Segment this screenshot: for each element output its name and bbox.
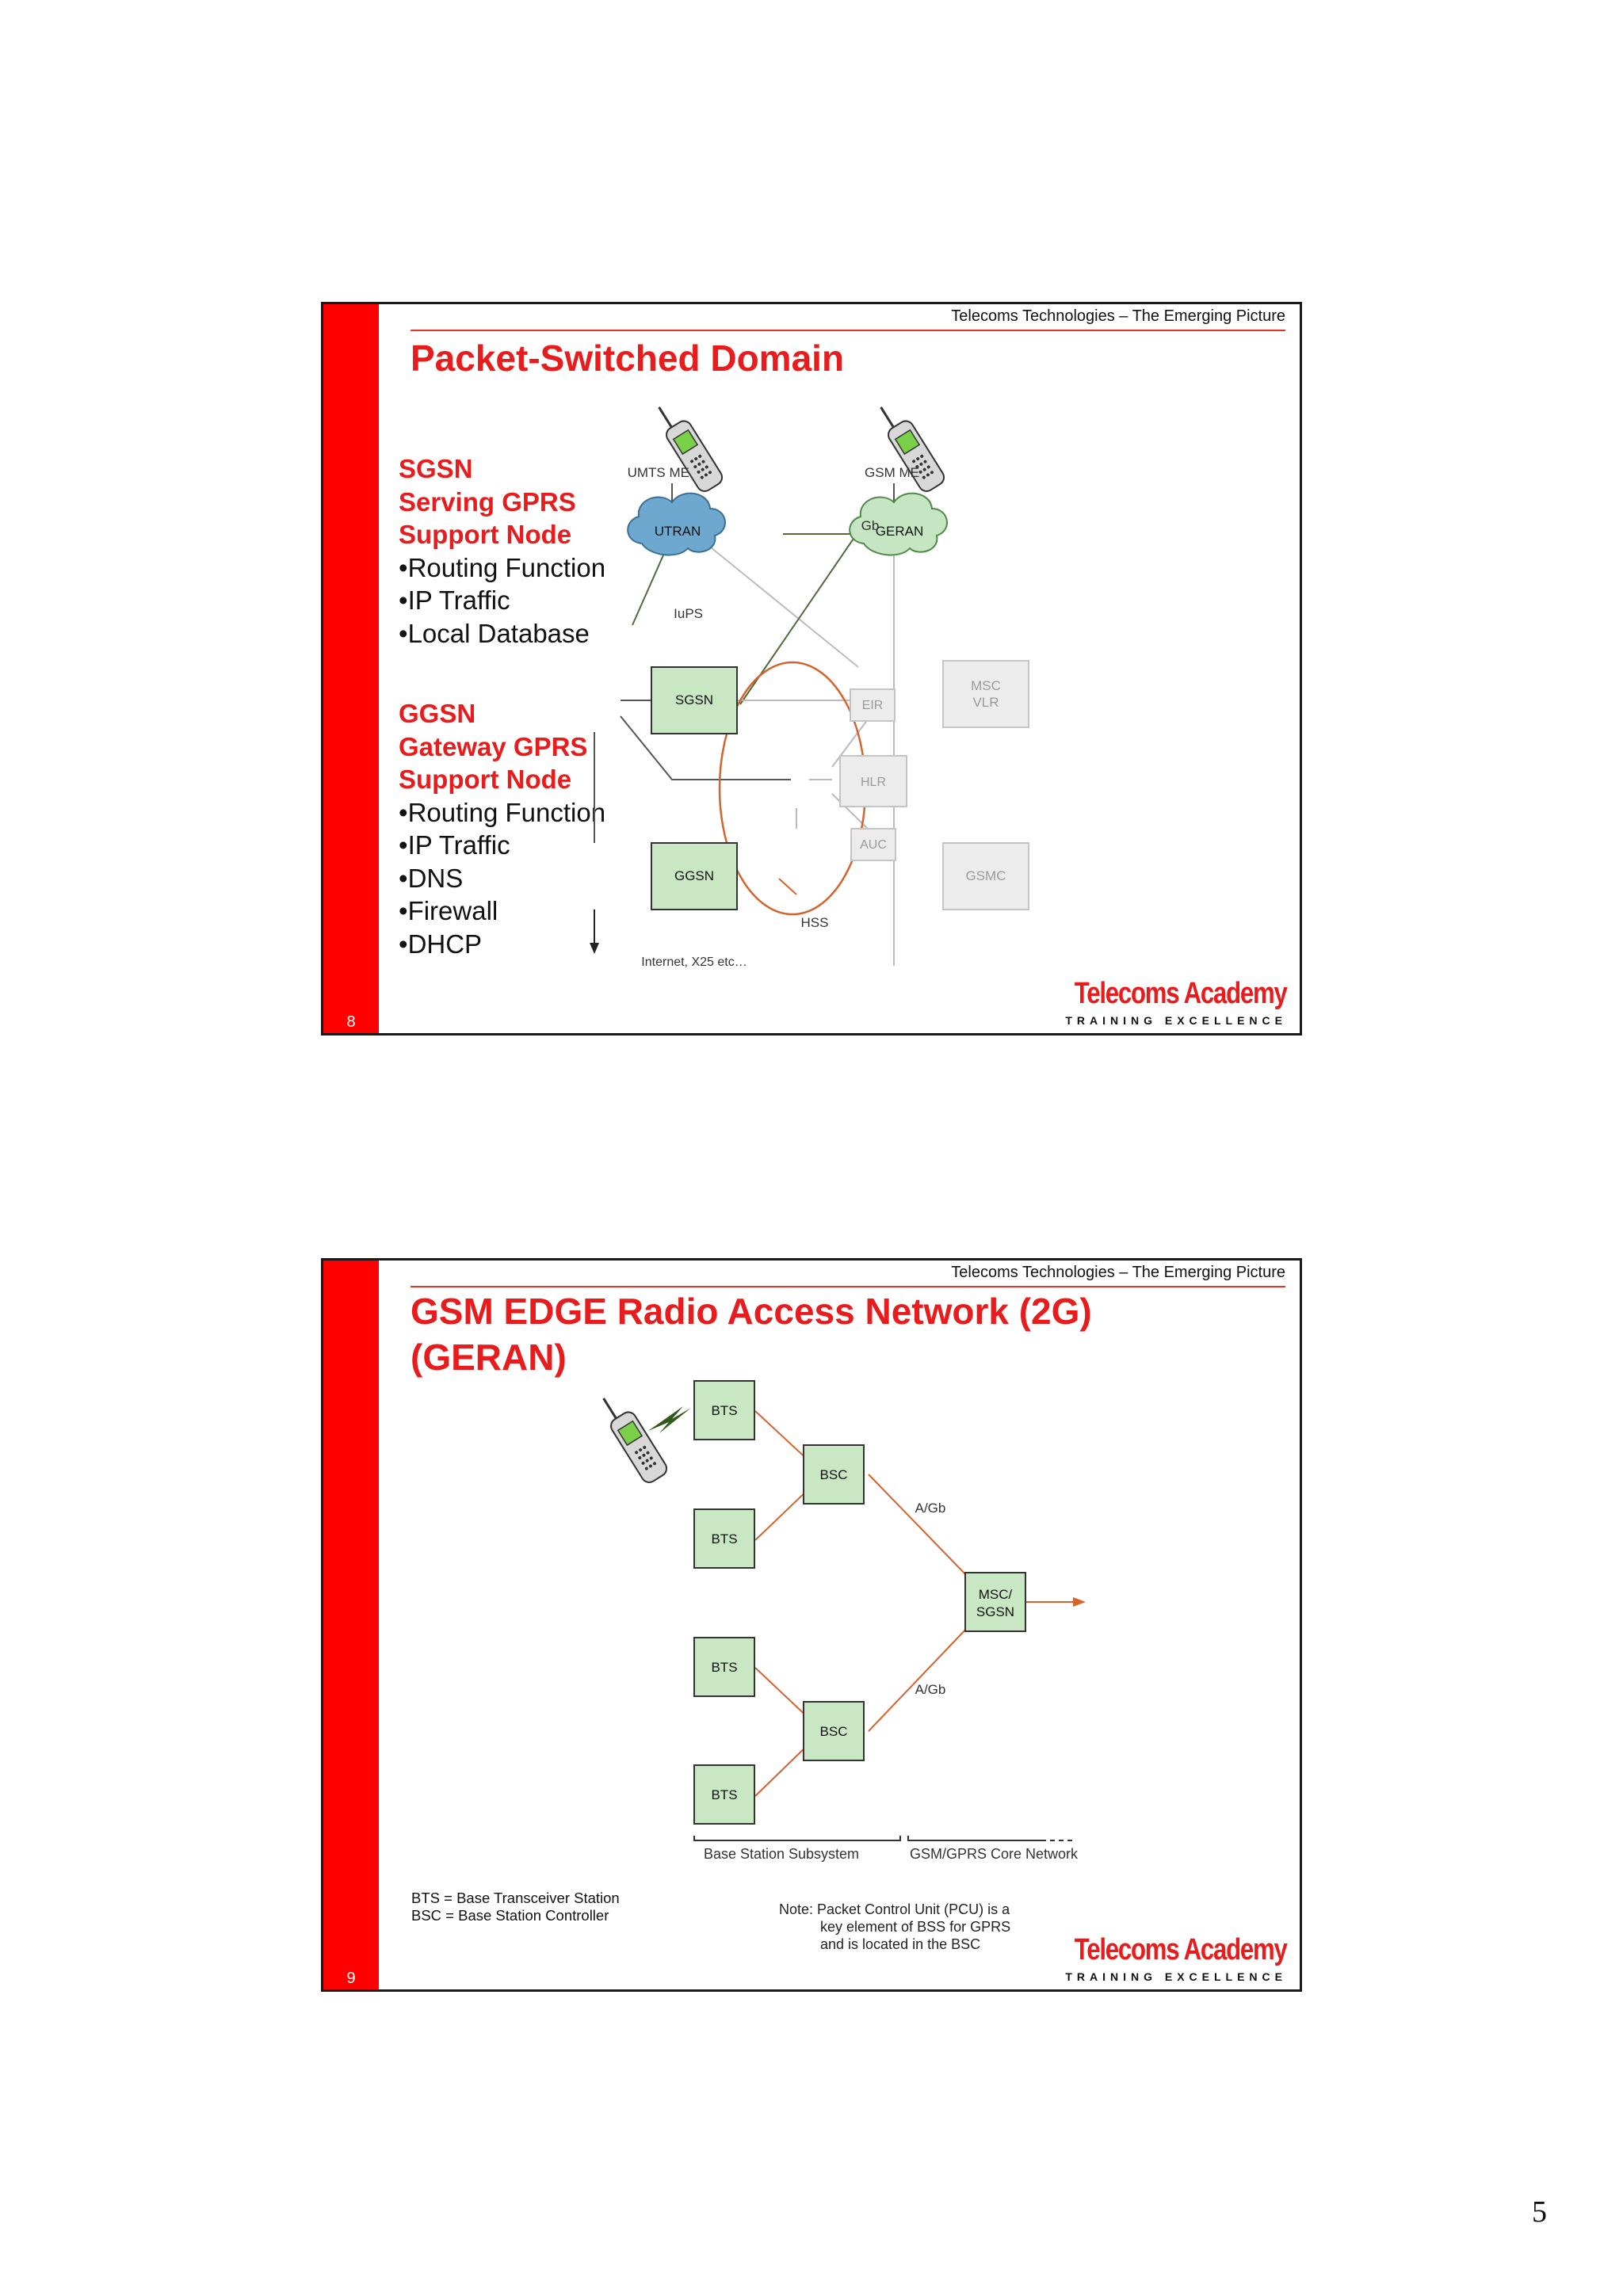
slide-geran: 9 Telecoms Technologies – The Emerging P… xyxy=(321,1258,1302,1992)
sgsn-node: SGSN xyxy=(651,667,737,734)
bts-label: BTS xyxy=(711,1787,737,1802)
pcu-note-line3: and is located in the BSC xyxy=(779,1936,1010,1953)
internet-label: Internet, X25 etc… xyxy=(641,955,747,969)
internet-arrow xyxy=(590,943,599,954)
pcu-note: Note: Packet Control Unit (PCU) is a key… xyxy=(779,1901,1010,1953)
logo-tagline: TRAINING EXCELLENCE xyxy=(1028,1970,1287,1983)
bts-label: BTS xyxy=(711,1660,737,1675)
ggsn-node: GGSN xyxy=(651,843,737,910)
mobile-handset-icon xyxy=(595,1389,669,1485)
bss-label: Base Station Subsystem xyxy=(704,1846,859,1862)
bts-bsc-link xyxy=(755,1487,811,1540)
bts-node: BTS xyxy=(694,1381,754,1440)
bts-node: BTS xyxy=(694,1638,754,1696)
telecoms-academy-logo: Telecoms Academy TRAINING EXCELLENCE xyxy=(1028,978,1287,1027)
page-number: 5 xyxy=(1532,2195,1547,2229)
bts-bsc-link xyxy=(755,1668,811,1720)
umts-me-label: UMTS ME xyxy=(628,465,689,480)
hlr-label: HLR xyxy=(861,776,886,789)
eir-label: EIR xyxy=(862,699,884,712)
sgsn-node-label: SGSN xyxy=(675,692,713,707)
msc-sgsn-node: MSC/ SGSN xyxy=(965,1573,1025,1631)
iups-label: IuPS xyxy=(674,606,703,621)
auc-label: AUC xyxy=(860,838,887,852)
eir-node: EIR xyxy=(850,689,895,721)
agb-label: A/Gb xyxy=(915,1682,946,1697)
slide-packet-switched-domain: 8 Telecoms Technologies – The Emerging P… xyxy=(321,302,1302,1035)
bts-node: BTS xyxy=(694,1765,754,1824)
bts-label: BTS xyxy=(711,1403,737,1418)
msc-label: MSC/ xyxy=(979,1587,1013,1602)
logo-wordmark: Telecoms Academy xyxy=(1075,978,1287,1009)
core-network-label: GSM/GPRS Core Network xyxy=(910,1846,1079,1862)
bts-bsc-link xyxy=(755,1742,811,1796)
iups-link xyxy=(632,550,666,625)
abbreviation-legend: BTS = Base Transceiver Station BSC = Bas… xyxy=(411,1890,620,1924)
bsc-node: BSC xyxy=(804,1702,864,1760)
legend-bsc: BSC = Base Station Controller xyxy=(411,1907,620,1924)
logo-wordmark: Telecoms Academy xyxy=(1075,1934,1287,1966)
utran-label: UTRAN xyxy=(655,524,701,539)
bsc-label: BSC xyxy=(820,1724,848,1739)
bsc-msc-link xyxy=(869,1627,968,1731)
sgsn-label: SGSN xyxy=(976,1604,1014,1619)
utran-cloud: UTRAN xyxy=(628,494,725,555)
logo-tagline: TRAINING EXCELLENCE xyxy=(1028,1014,1287,1027)
bts-label: BTS xyxy=(711,1531,737,1547)
bsc-msc-link xyxy=(869,1474,968,1577)
core-arrow-head xyxy=(1073,1597,1086,1607)
ggsn-node-label: GGSN xyxy=(674,868,714,883)
telecoms-academy-logo: Telecoms Academy TRAINING EXCELLENCE xyxy=(1028,1934,1287,1983)
auc-node: AUC xyxy=(851,829,896,860)
pcu-note-line1: Note: Packet Control Unit (PCU) is a xyxy=(779,1901,1010,1918)
msc-vlr-node: MSC VLR xyxy=(943,661,1029,727)
gb-label: Gb xyxy=(861,518,880,533)
pcu-note-line2: key element of BSS for GPRS xyxy=(779,1918,1010,1936)
agb-label: A/Gb xyxy=(915,1501,946,1516)
msc-label: MSC xyxy=(971,678,1001,693)
bss-bracket xyxy=(694,1836,900,1840)
gsm-me-label: GSM ME xyxy=(865,465,919,480)
packet-switched-diagram: UTRAN GERAN UMTS ME xyxy=(323,304,1300,1033)
core-bracket xyxy=(908,1836,1041,1840)
legend-bts: BTS = Base Transceiver Station xyxy=(411,1890,620,1907)
bts-node: BTS xyxy=(694,1509,754,1568)
bts-bsc-link xyxy=(755,1411,811,1463)
vlr-label: VLR xyxy=(972,695,999,710)
geran-diagram: BTS BTS BTS BTS BSC BSC MSC/ SGSN xyxy=(323,1261,1300,1989)
gsmc-node: GSMC xyxy=(943,843,1029,910)
hlr-node: HLR xyxy=(840,756,907,807)
hss-label: HSS xyxy=(801,915,829,930)
radio-link-icon xyxy=(648,1406,691,1433)
bsc-node: BSC xyxy=(804,1445,864,1504)
bsc-label: BSC xyxy=(820,1467,848,1482)
geran-label: GERAN xyxy=(876,524,923,539)
gsmc-label: GSMC xyxy=(966,868,1006,883)
